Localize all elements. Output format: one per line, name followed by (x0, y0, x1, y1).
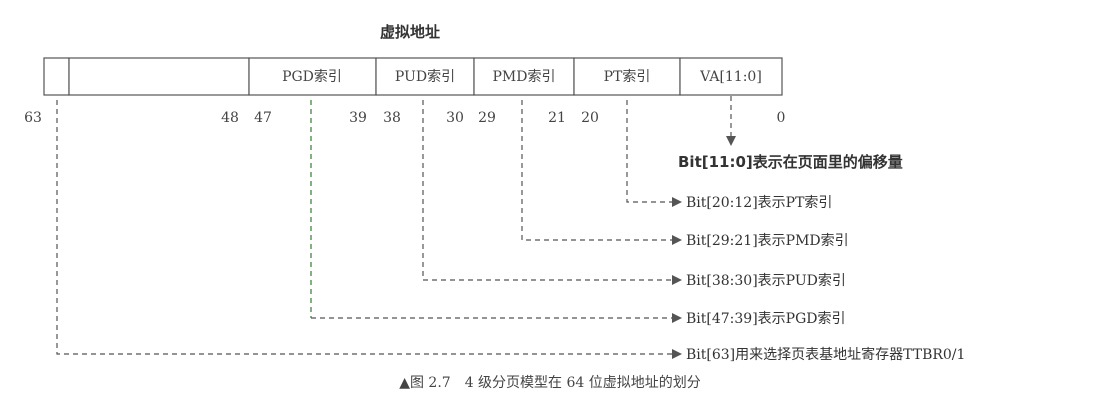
bit-21: 21 (548, 110, 566, 126)
field-va (679, 57, 783, 96)
bit-47: 47 (254, 110, 272, 126)
connector-pt (626, 100, 682, 207)
pmd-label: PMD索引 (493, 68, 556, 85)
bit-20: 20 (581, 110, 599, 126)
pt-label: PT索引 (604, 68, 651, 85)
arrow-head (672, 275, 682, 285)
desc-pt: Bit[20:12]表示PT索引 (686, 194, 832, 211)
connector-pmd (521, 100, 682, 245)
bit-48: 48 (221, 110, 239, 126)
desc-offset: Bit[11:0]表示在页面里的偏移量 (678, 153, 903, 171)
bit-numbers: 63 48 47 39 38 30 29 21 20 0 (24, 110, 785, 126)
bit-30: 30 (446, 110, 464, 126)
figure-caption: ▲图 2.7 4 级分页模型在 64 位虚拟地址的划分 (399, 375, 701, 391)
field-pud (375, 57, 475, 96)
bit-39: 39 (349, 110, 367, 126)
pud-label: PUD索引 (395, 68, 455, 85)
address-register: PGD索引 PUD索引 PMD索引 PT索引 VA[11:0] (43, 57, 783, 96)
connector-pud (422, 100, 682, 285)
desc-pud: Bit[38:30]表示PUD索引 (686, 272, 846, 289)
connector-ttbr (56, 100, 682, 359)
connector-offset (726, 96, 736, 146)
arrow-head (672, 313, 682, 323)
field-pgd (248, 57, 377, 96)
connector-pgd (310, 100, 682, 323)
field-reserved (68, 57, 250, 96)
arrow-head (672, 197, 682, 207)
pgd-label: PGD索引 (282, 68, 342, 85)
field-pmd (473, 57, 575, 96)
desc-pmd: Bit[29:21]表示PMD索引 (686, 232, 849, 249)
arrow-head (726, 136, 736, 146)
bit-29: 29 (478, 110, 496, 126)
diagram-title: 虚拟地址 (380, 23, 440, 41)
desc-ttbr: Bit[63]用来选择页表基地址寄存器TTBR0/1 (686, 346, 965, 363)
arrow-head (672, 349, 682, 359)
bit-63: 63 (24, 110, 42, 126)
arrow-head (672, 235, 682, 245)
va-label: VA[11:0] (699, 69, 762, 85)
desc-pgd: Bit[47:39]表示PGD索引 (686, 310, 846, 327)
bit-0: 0 (777, 110, 786, 126)
field-bit63 (43, 57, 70, 96)
bit-38: 38 (383, 110, 401, 126)
